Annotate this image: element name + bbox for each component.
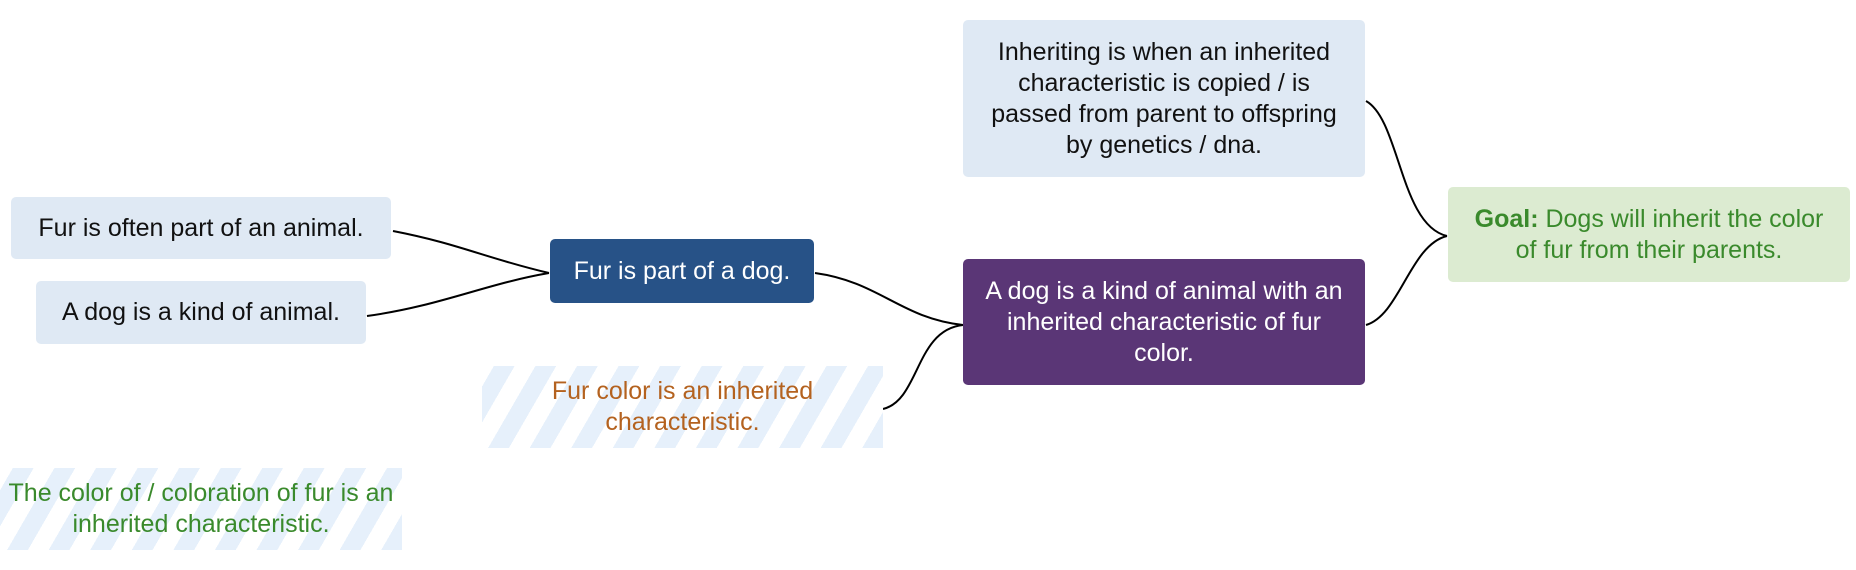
premise-fur-part-of-animal: Fur is often part of an animal. <box>11 197 391 259</box>
goal-text: Goal: Dogs will inherit the color of fur… <box>1468 204 1830 266</box>
goal-label: Goal: <box>1474 204 1539 233</box>
premise-inheriting-definition: Inheriting is when an inherited characte… <box>963 20 1365 177</box>
goal-statement: Dogs will inherit the color of fur from … <box>1515 204 1824 264</box>
node-text: Fur is often part of an animal. <box>38 213 364 242</box>
node-text: Inheriting is when an inherited characte… <box>991 37 1337 159</box>
edge-fur-dog-to-dog-fur-color <box>814 272 964 326</box>
node-text: A dog is a kind of animal. <box>62 298 340 326</box>
premise-dog-kind-of-animal: A dog is a kind of animal. <box>36 281 366 344</box>
hatched-fur-color-inherited: Fur color is an inherited characteristic… <box>482 366 883 448</box>
edge-dog-fur-color-to-goal <box>1365 235 1448 326</box>
edge-fur-color-to-dog-fur-color <box>882 324 964 410</box>
node-text: Fur is part of a dog. <box>573 256 791 285</box>
edge-fur-animal-to-fur-dog <box>392 230 550 274</box>
goal-node: Goal: Dogs will inherit the color of fur… <box>1448 187 1850 282</box>
edge-inheriting-to-goal <box>1365 100 1448 237</box>
node-text: Fur color is an inherited characteristic… <box>551 377 814 436</box>
hatched-color-of-fur-inherited: The color of / coloration of fur is an i… <box>0 468 402 550</box>
edge-dog-animal-to-fur-dog <box>366 272 550 317</box>
intermediate-dog-inherited-fur-color: A dog is a kind of animal with an inheri… <box>963 259 1365 385</box>
node-text: A dog is a kind of animal with an inheri… <box>985 276 1343 367</box>
intermediate-fur-part-of-dog: Fur is part of a dog. <box>550 239 814 303</box>
node-text: The color of / coloration of fur is an i… <box>8 479 394 538</box>
